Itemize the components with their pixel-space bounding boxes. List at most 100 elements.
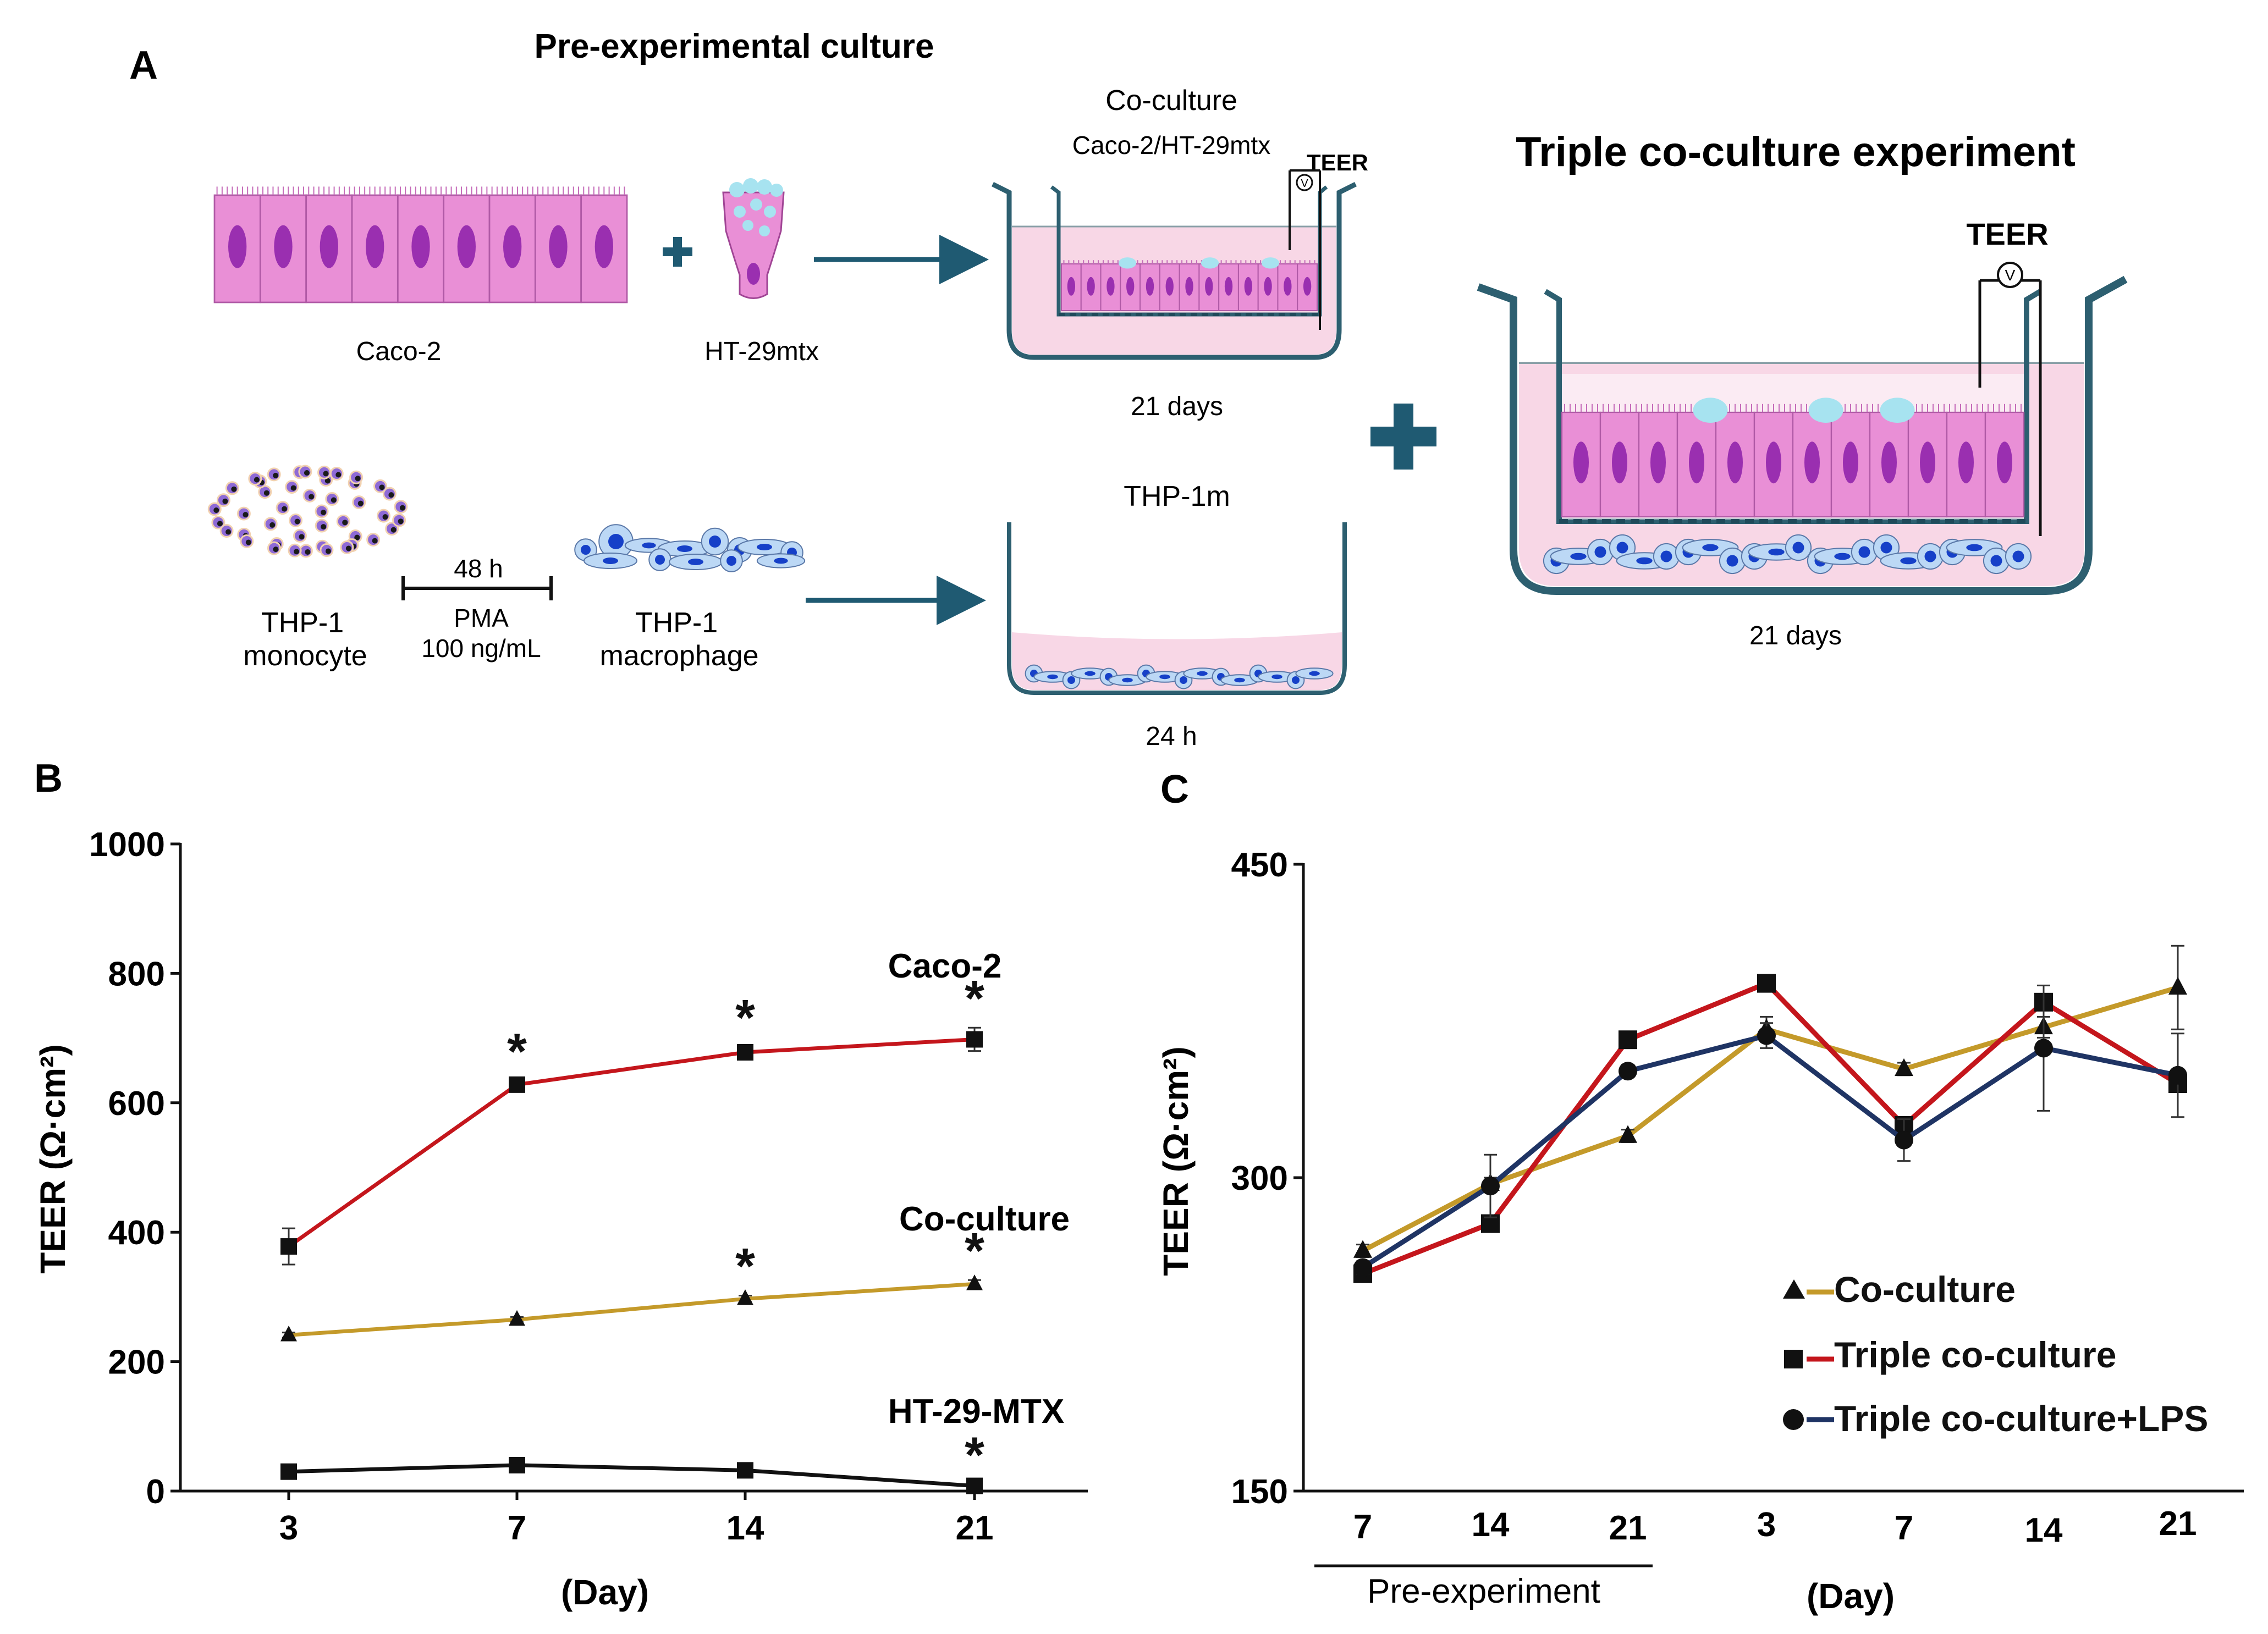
thp1-monocyte-label-1: THP-1 bbox=[261, 607, 344, 639]
monocyte-nucleus bbox=[309, 494, 315, 500]
cell-nucleus bbox=[1087, 277, 1095, 296]
x-tick-label: 21 bbox=[2159, 1505, 2197, 1543]
panel-c-series bbox=[1353, 945, 2187, 1283]
cell-nucleus bbox=[1650, 441, 1666, 484]
panel-a: A Pre-experimental culture Caco-2 HT-29m… bbox=[129, 27, 2128, 751]
monocyte-nucleus bbox=[345, 545, 351, 551]
monocyte-nucleus bbox=[354, 534, 360, 540]
x-tick-label: 7 bbox=[1895, 1509, 1913, 1547]
data-point bbox=[737, 1462, 753, 1479]
caco2-series-label: Caco-2 bbox=[888, 947, 1002, 985]
monocyte-nucleus bbox=[304, 470, 310, 476]
pma-time-label: 48 h bbox=[454, 554, 503, 583]
monocyte-nucleus bbox=[388, 492, 394, 498]
significance-mark: * bbox=[735, 990, 755, 1046]
data-point bbox=[509, 1076, 525, 1093]
monocyte-nucleus bbox=[243, 512, 249, 518]
monocyte-nucleus bbox=[263, 490, 269, 496]
pre-experiment-label: Pre-experiment bbox=[1367, 1572, 1600, 1610]
cell-nucleus bbox=[320, 225, 338, 268]
cell-nucleus bbox=[1689, 441, 1704, 484]
cell-nucleus bbox=[503, 225, 522, 268]
panel-b-label: B bbox=[34, 757, 63, 801]
panel-c-legend: Co-culture Triple co-culture Triple co-c… bbox=[1783, 1269, 2208, 1439]
days21-triple-label: 21 days bbox=[1749, 621, 1842, 650]
cell-nucleus bbox=[1958, 441, 1974, 484]
monocyte-nucleus bbox=[331, 497, 337, 503]
triple-well: V bbox=[1477, 262, 2128, 595]
goblet-cell-icon bbox=[722, 178, 785, 299]
macrophage-nucleus bbox=[1292, 676, 1300, 684]
monocyte-nucleus bbox=[382, 514, 388, 520]
data-point bbox=[509, 1310, 525, 1326]
cell-nucleus bbox=[1766, 441, 1781, 484]
monocyte-nucleus bbox=[305, 549, 311, 555]
monocyte-nucleus bbox=[231, 486, 237, 492]
mucus-blob bbox=[1201, 257, 1219, 269]
macrophage-nucleus bbox=[1924, 550, 1936, 562]
mucus-blob bbox=[1118, 257, 1137, 269]
data-point bbox=[2168, 1066, 2187, 1085]
macrophage-nucleus bbox=[581, 545, 591, 555]
panel-b-y-axis-label: TEER (Ω·cm²) bbox=[33, 1044, 73, 1274]
data-point bbox=[1619, 1062, 1637, 1081]
cell-nucleus bbox=[1284, 277, 1292, 296]
significance-mark: * bbox=[965, 1427, 984, 1483]
y-tick-label: 600 bbox=[108, 1085, 165, 1123]
data-point bbox=[1895, 1058, 1913, 1077]
monocyte-nucleus bbox=[398, 518, 404, 525]
panel-b-series: ****** bbox=[280, 970, 984, 1494]
monocyte-nucleus bbox=[323, 471, 329, 477]
data-point bbox=[280, 1238, 297, 1255]
mucus-blob bbox=[1808, 398, 1843, 423]
data-point bbox=[1353, 1240, 1372, 1258]
x-tick-label: 14 bbox=[2025, 1511, 2063, 1549]
x-tick-label: 21 bbox=[956, 1509, 994, 1547]
y-tick-label: 0 bbox=[146, 1473, 165, 1511]
macrophage-nucleus bbox=[709, 536, 721, 548]
monocyte-nucleus bbox=[217, 521, 223, 527]
data-point bbox=[1895, 1130, 1913, 1150]
voltmeter-symbol: V bbox=[2005, 267, 2016, 284]
series-line bbox=[288, 1282, 975, 1337]
cell-nucleus bbox=[1881, 441, 1897, 484]
thp1-macrophage-label-2: macrophage bbox=[599, 640, 758, 672]
monocyte-nucleus bbox=[390, 527, 397, 533]
y-tick-label: 200 bbox=[108, 1344, 165, 1382]
macrophage-nucleus bbox=[608, 534, 624, 549]
monocyte-nucleus bbox=[342, 520, 348, 526]
macrophage-nucleus bbox=[1122, 677, 1133, 683]
monocyte-nucleus bbox=[282, 506, 288, 512]
macrophage-nucleus bbox=[1858, 546, 1870, 558]
macrophage-nucleus bbox=[1880, 542, 1892, 554]
macrophage-nucleus bbox=[1792, 542, 1804, 554]
cell-nucleus bbox=[1920, 441, 1935, 484]
macrophage-nucleus bbox=[1636, 557, 1653, 565]
macrophage-nucleus bbox=[1660, 550, 1672, 562]
mucus-blob bbox=[1693, 398, 1728, 423]
monocyte-nucleus bbox=[399, 505, 405, 511]
cell-nucleus bbox=[1727, 441, 1743, 484]
cell-nucleus bbox=[457, 225, 476, 268]
macrophage-nucleus bbox=[1570, 553, 1587, 560]
data-point bbox=[1353, 1258, 1372, 1277]
macrophage-nucleus bbox=[677, 545, 692, 552]
data-point bbox=[2168, 976, 2187, 995]
significance-mark: * bbox=[507, 1024, 527, 1080]
monocyte-nucleus bbox=[245, 539, 251, 545]
pre-experimental-title: Pre-experimental culture bbox=[534, 27, 934, 65]
significance-mark: * bbox=[965, 970, 984, 1026]
macrophage-nucleus bbox=[1966, 544, 1983, 551]
coculture-well: V bbox=[991, 169, 1357, 360]
cell-nucleus bbox=[274, 225, 293, 268]
legend-item: Triple co-culture bbox=[1834, 1334, 2116, 1375]
coculture-title: Co-culture bbox=[1105, 85, 1237, 117]
data-point bbox=[2034, 1039, 2053, 1058]
pma-label: PMA bbox=[454, 604, 509, 632]
monocyte-nucleus bbox=[273, 546, 279, 553]
data-point bbox=[966, 1274, 983, 1290]
macrophage-nucleus bbox=[726, 556, 736, 566]
monocyte-nucleus bbox=[321, 510, 326, 515]
caco2-monolayer bbox=[213, 186, 628, 303]
cell-nucleus bbox=[1185, 277, 1193, 296]
